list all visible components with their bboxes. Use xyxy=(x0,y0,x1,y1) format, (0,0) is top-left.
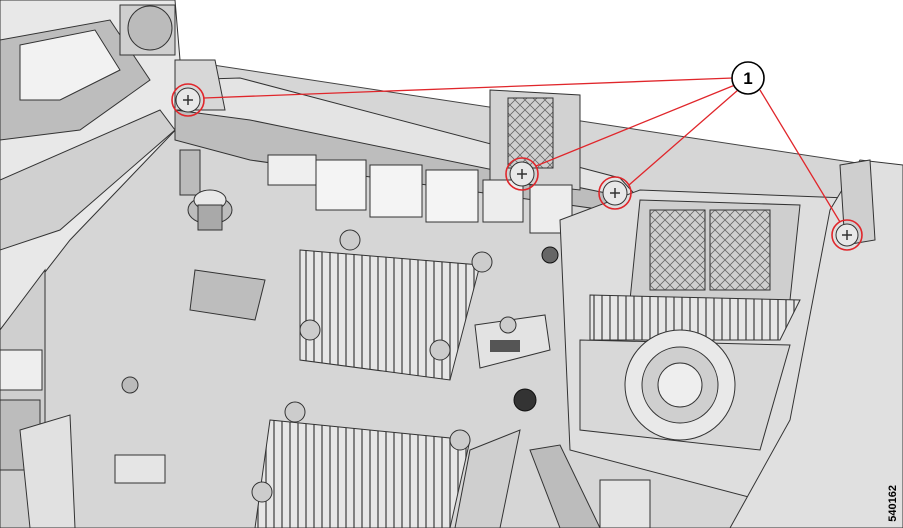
thumbscrew xyxy=(541,246,559,264)
screw-3 xyxy=(598,176,632,210)
connector-icon xyxy=(179,149,201,196)
standoff xyxy=(187,189,233,231)
riser-cage xyxy=(489,89,581,191)
screw-1 xyxy=(171,83,205,117)
callout-number: 1 xyxy=(743,69,752,88)
screw-2 xyxy=(505,157,539,191)
connector-icon xyxy=(315,159,367,211)
connector-icon xyxy=(482,179,524,223)
mounting-screw xyxy=(121,376,139,394)
small-board xyxy=(474,314,551,369)
connector-icon xyxy=(369,164,423,218)
heatsink-icon xyxy=(299,249,481,381)
rear-io-ports xyxy=(179,149,573,234)
screw-4 xyxy=(831,219,863,251)
chipset xyxy=(189,269,266,321)
heatsink-2 xyxy=(251,401,471,528)
connector-icon xyxy=(114,454,166,484)
callout-1: 1 xyxy=(731,61,765,95)
heatsink-1 xyxy=(299,229,493,381)
callout-leaders xyxy=(203,77,841,223)
thumbscrew xyxy=(513,388,537,412)
figure-id: 540162 xyxy=(887,485,899,522)
connector-icon xyxy=(267,154,317,186)
left-chassis-wall xyxy=(0,0,186,528)
pcie-slots xyxy=(454,429,651,528)
connector-icon xyxy=(425,169,479,223)
